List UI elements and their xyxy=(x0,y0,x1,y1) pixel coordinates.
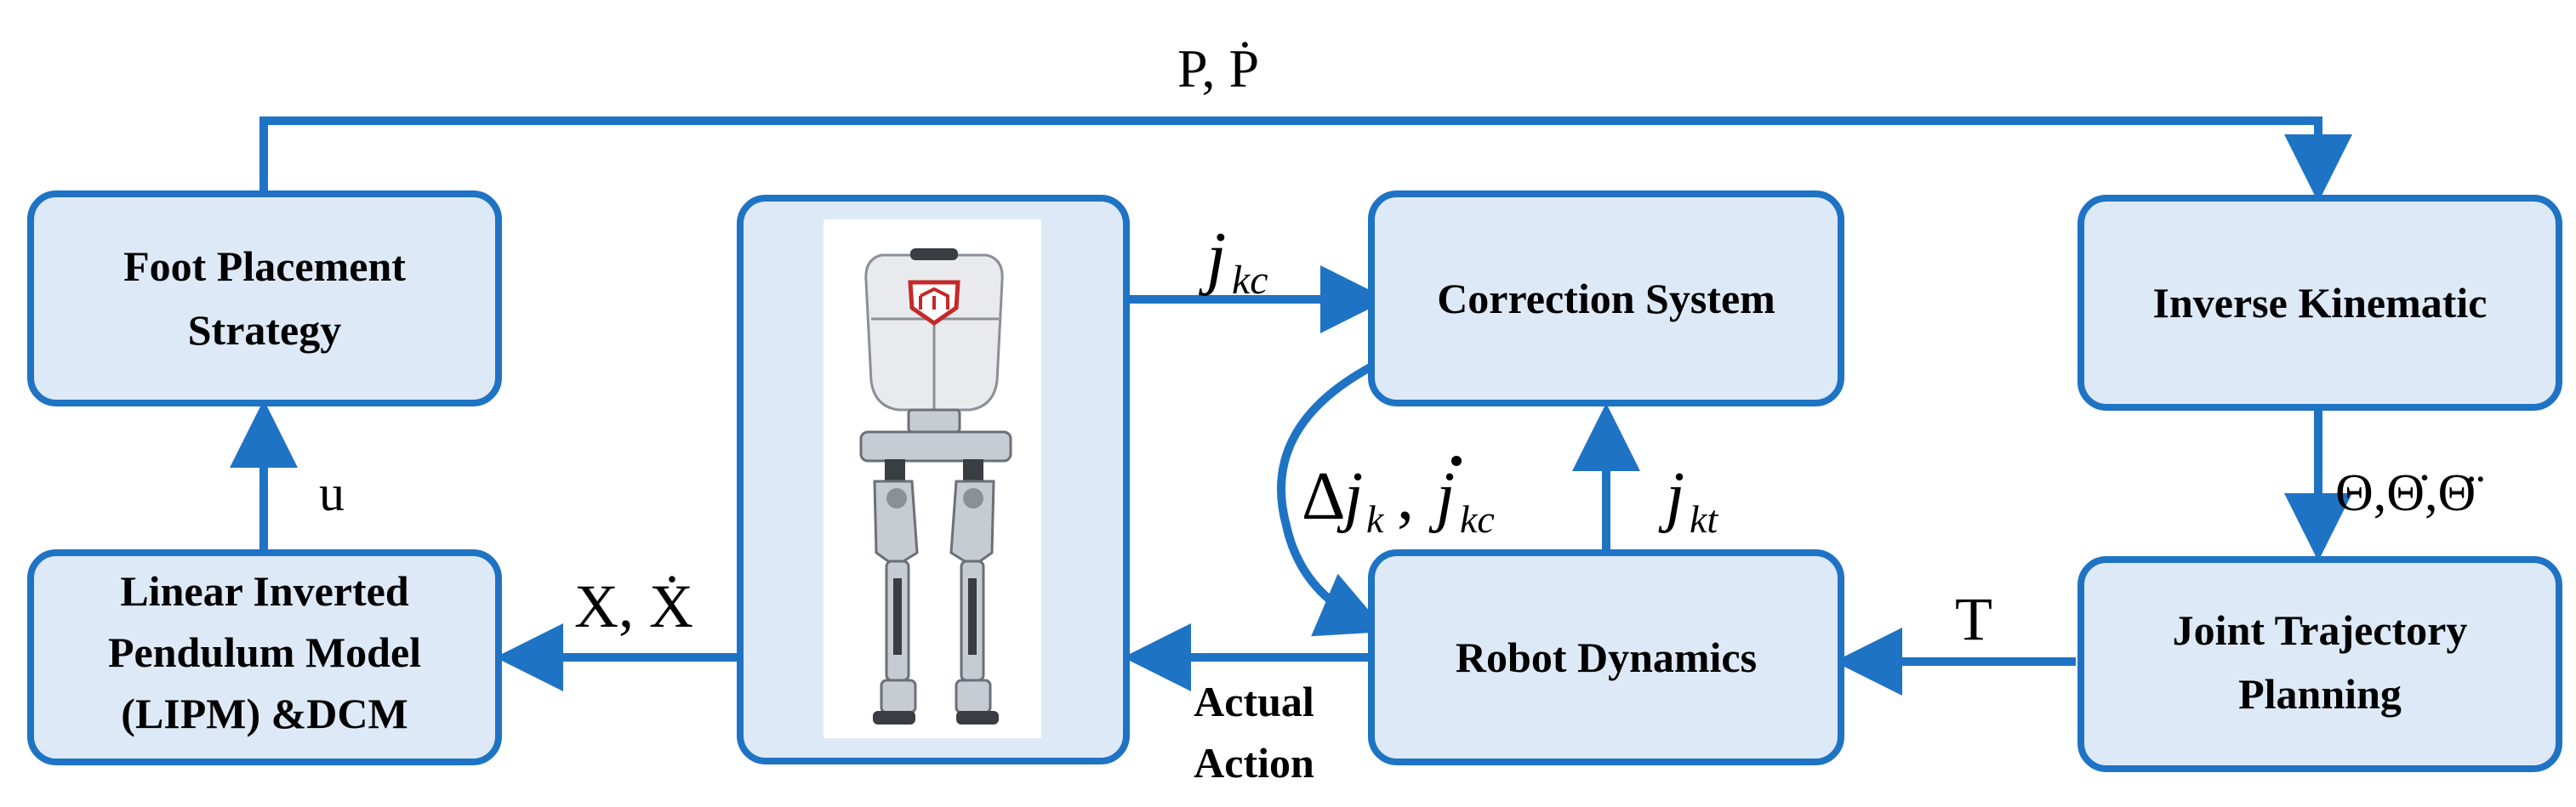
foot-placement-line-1: Foot Placement xyxy=(123,242,406,290)
jkc-dot-sub: kc xyxy=(1460,497,1495,541)
biped-robot-illustration xyxy=(859,248,1012,725)
x-xdot-label: X, Ẋ xyxy=(574,572,693,640)
actual-action-label: Actual Action xyxy=(1194,678,1314,787)
lipm-line-1: Linear Inverted xyxy=(120,567,409,615)
actual-action-line-1: Actual xyxy=(1194,678,1314,725)
u-label: u xyxy=(319,465,345,521)
jkt-label: j kt xyxy=(1658,459,1718,541)
foot-placement-line-2: Strategy xyxy=(188,306,342,354)
delta-j-sub: k xyxy=(1366,497,1385,541)
jkc-label: j kc xyxy=(1199,218,1268,303)
joint-trajectory-line-1: Joint Trajectory xyxy=(2173,606,2468,654)
foot-placement-box: Foot Placement Strategy xyxy=(27,190,502,406)
correction-system-box: Correction System xyxy=(1368,190,1844,406)
lipm-line-3: (LIPM) &DCM xyxy=(121,690,407,737)
correction-system-label: Correction System xyxy=(1437,275,1775,322)
delta-curve-arrow xyxy=(1277,360,1388,637)
robot-image-box xyxy=(737,195,1130,764)
lipm-line-2: Pendulum Model xyxy=(108,628,421,676)
p-pdot-arrow xyxy=(259,117,2352,202)
delta-symbol: Δ xyxy=(1302,459,1345,534)
jkt-base: j xyxy=(1658,459,1684,534)
theta-label: Θ,Θ̇,Θ̈ xyxy=(2335,464,2483,522)
joint-trajectory-box: Joint Trajectory Planning xyxy=(2077,556,2562,772)
actual-action-line-2: Action xyxy=(1194,739,1314,787)
jkc-sub: kc xyxy=(1232,258,1268,303)
inverse-kinematic-box: Inverse Kinematic xyxy=(2077,195,2562,411)
jkc-base: j xyxy=(1199,218,1226,297)
jkt-sub: kt xyxy=(1690,497,1718,541)
jkc-dot-base: j xyxy=(1428,459,1455,534)
t-label: T xyxy=(1955,585,1992,653)
delta-jk-jkc-dot-label: Δ j k , j kc xyxy=(1302,456,1495,541)
flow-lines xyxy=(230,117,2352,696)
jkc-dot-mark xyxy=(1451,456,1462,466)
shield-logo xyxy=(908,280,960,327)
inverse-kinematic-label: Inverse Kinematic xyxy=(2153,279,2488,327)
joint-trajectory-line-2: Planning xyxy=(2238,670,2402,718)
robot-dynamics-label: Robot Dynamics xyxy=(1456,634,1757,681)
delta-comma: , xyxy=(1397,459,1414,534)
lipm-box: Linear Inverted Pendulum Model (LIPM) &D… xyxy=(27,549,502,765)
p-pdot-label: P, Ṗ xyxy=(1177,38,1259,99)
robot-dynamics-box: Robot Dynamics xyxy=(1368,549,1844,765)
